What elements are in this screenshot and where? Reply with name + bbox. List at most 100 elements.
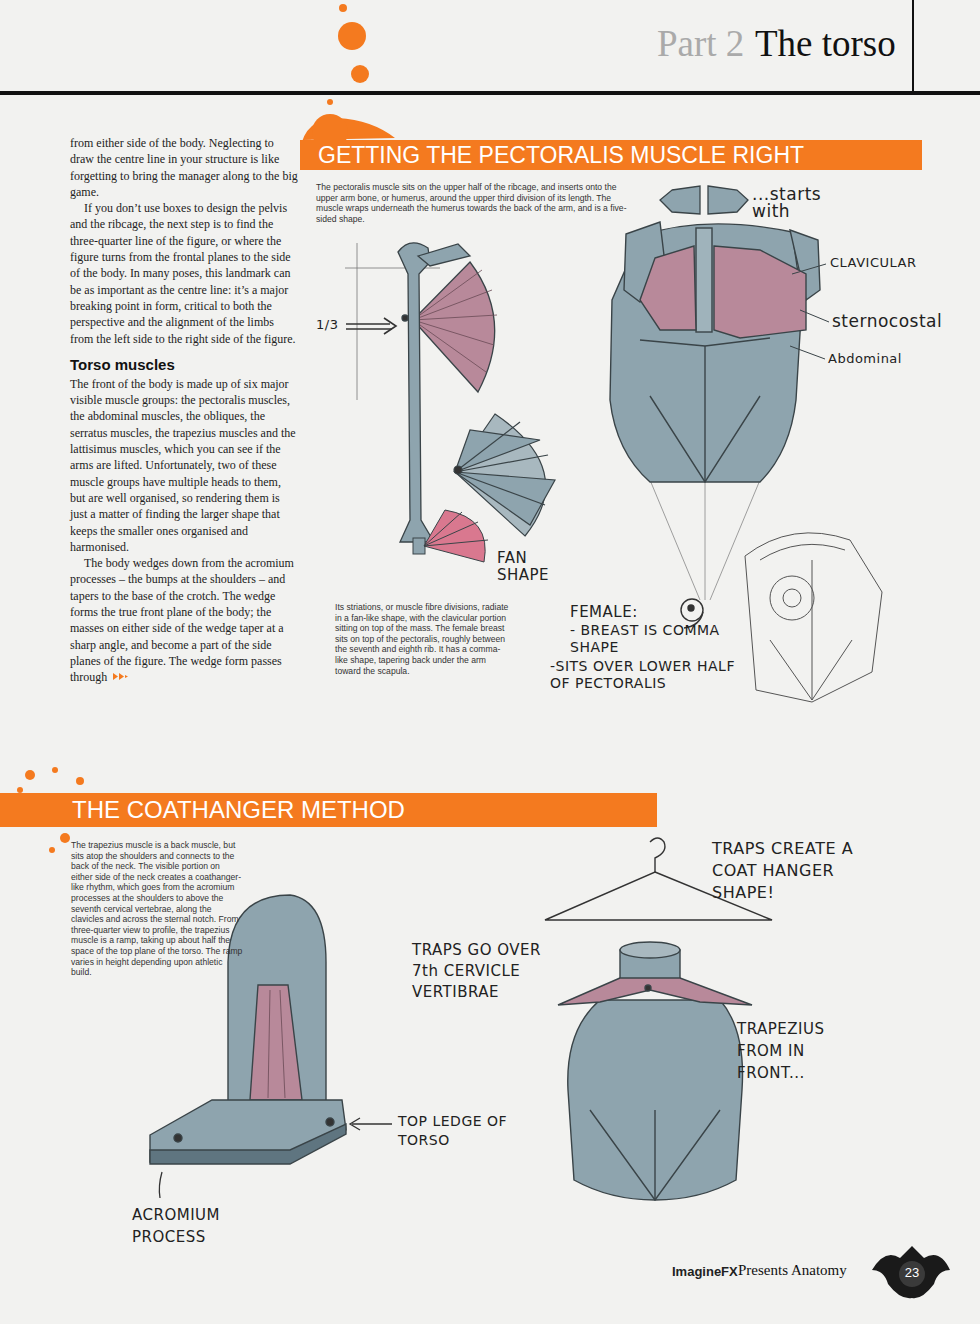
pencil-guides bbox=[345, 268, 440, 269]
section-band: GETTING THE PECTORALIS MUSCLE RIGHT bbox=[300, 140, 922, 170]
band-splatter bbox=[60, 833, 70, 843]
part-name: CLAVICULAR bbox=[830, 254, 916, 272]
humerus bbox=[413, 315, 497, 320]
fan-diagram bbox=[455, 430, 540, 472]
fraction-label: 1/3 bbox=[316, 316, 338, 334]
fan-diagram bbox=[455, 422, 520, 472]
header-rule bbox=[912, 0, 914, 93]
band-heading: GETTING THE PECTORALIS MUSCLE RIGHT bbox=[318, 142, 804, 169]
comma-symbol bbox=[688, 605, 694, 611]
pencil-guides bbox=[357, 243, 358, 400]
third-arrow bbox=[346, 318, 396, 334]
band-splatter bbox=[52, 767, 58, 773]
section-heading: Torso muscles bbox=[70, 356, 298, 374]
small-fan bbox=[424, 522, 478, 546]
small-fan bbox=[424, 512, 462, 546]
humerus bbox=[413, 262, 495, 392]
front-torso bbox=[590, 1110, 720, 1200]
body-paragraph: from either side of the body. Neglecting… bbox=[70, 135, 298, 200]
body-paragraph: The body wedges down from the acromium p… bbox=[70, 555, 298, 685]
ribcage-torso bbox=[610, 222, 829, 600]
ribcage-torso bbox=[790, 346, 825, 359]
part-label: Part 2 bbox=[657, 22, 744, 66]
handwritten-note: TOP LEDGE OF TORSO bbox=[398, 1112, 528, 1150]
female-torso-sketch bbox=[770, 576, 814, 620]
body-paragraph: If you don’t use boxes to design the pel… bbox=[70, 200, 298, 347]
page-number: 23 bbox=[900, 1265, 924, 1280]
side-torso bbox=[150, 1124, 346, 1164]
leader-lines bbox=[159, 1172, 162, 1198]
female-torso-sketch bbox=[770, 640, 852, 700]
ribcage-torso bbox=[710, 480, 760, 600]
ribcage-torso bbox=[704, 346, 705, 482]
female-torso-sketch bbox=[745, 533, 882, 702]
small-fan bbox=[424, 510, 485, 562]
page-title: The torso bbox=[755, 22, 896, 66]
page-badge bbox=[872, 1246, 950, 1298]
publication-name: Presents Anatomy bbox=[738, 1262, 847, 1279]
leader-lines bbox=[352, 1123, 392, 1124]
continue-arrow bbox=[112, 672, 130, 681]
ribcage-torso bbox=[640, 338, 770, 346]
pec-start-shape bbox=[660, 186, 700, 214]
humerus bbox=[413, 270, 482, 320]
header-rule bbox=[0, 91, 980, 95]
third-arrow bbox=[384, 318, 396, 334]
humerus bbox=[398, 243, 434, 542]
caption: The trapezius muscle is a back muscle, b… bbox=[71, 840, 243, 978]
band-splatter bbox=[49, 847, 55, 853]
fan-diagram bbox=[455, 455, 548, 472]
ribcage-torso bbox=[650, 480, 700, 600]
third-arrow bbox=[346, 328, 392, 330]
header-rule bbox=[351, 65, 369, 83]
female-torso-sketch bbox=[812, 560, 813, 700]
small-fan bbox=[413, 510, 488, 562]
side-torso bbox=[326, 1118, 334, 1126]
body-column: from either side of the body. Neglecting… bbox=[70, 135, 298, 686]
humerus bbox=[413, 290, 492, 320]
ribcage-torso bbox=[714, 246, 806, 338]
front-torso bbox=[558, 978, 752, 1005]
fan-diagram bbox=[455, 472, 545, 505]
humerus bbox=[413, 320, 494, 345]
side-torso bbox=[174, 1134, 182, 1142]
humerus bbox=[402, 315, 408, 321]
humerus bbox=[418, 244, 470, 266]
fan-diagram bbox=[454, 466, 462, 474]
header-rule bbox=[327, 99, 333, 105]
band-splatter bbox=[17, 114, 395, 853]
front-torso bbox=[558, 942, 752, 1200]
section-band: THE COATHANGER METHOD bbox=[0, 793, 657, 827]
fan-diagram bbox=[455, 472, 555, 525]
caption: The pectoralis muscle sits on the upper … bbox=[316, 182, 634, 224]
coathanger bbox=[650, 838, 665, 872]
comma-symbol bbox=[681, 599, 703, 621]
header-rule bbox=[0, 0, 980, 105]
fan-diagram bbox=[454, 414, 555, 536]
caption: Its striations, or muscle fibre division… bbox=[335, 602, 509, 676]
handwritten-note: -SITS OVER LOWER HALF OF PECTORALIS bbox=[550, 658, 755, 692]
handwritten-note: TRAPEZIUS FROM IN FRONT... bbox=[737, 1018, 865, 1084]
page-badge bbox=[899, 1261, 925, 1287]
humerus bbox=[413, 270, 497, 372]
ribcage-torso bbox=[696, 228, 712, 332]
pec-start-shape bbox=[660, 186, 748, 214]
front-torso bbox=[654, 1110, 655, 1200]
small-fan bbox=[413, 538, 425, 554]
part-name: Abdominal bbox=[828, 350, 902, 368]
side-torso bbox=[250, 985, 302, 1100]
band-splatter bbox=[76, 777, 84, 785]
part-name: sternocostal bbox=[832, 312, 942, 330]
ribcage-torso bbox=[705, 480, 706, 600]
third-arrow bbox=[346, 323, 390, 325]
ribcage-torso bbox=[640, 246, 696, 330]
female-torso-sketch bbox=[745, 533, 882, 702]
header-rule bbox=[338, 22, 366, 50]
ribcage-torso bbox=[800, 310, 829, 322]
front-torso bbox=[645, 985, 651, 991]
part-name: ACROMIUM PROCESS bbox=[132, 1204, 282, 1248]
handwritten-note: TRAPS CREATE A COAT HANGER SHAPE! bbox=[712, 838, 884, 904]
leader-lines bbox=[159, 1118, 392, 1198]
front-torso bbox=[568, 1000, 743, 1200]
